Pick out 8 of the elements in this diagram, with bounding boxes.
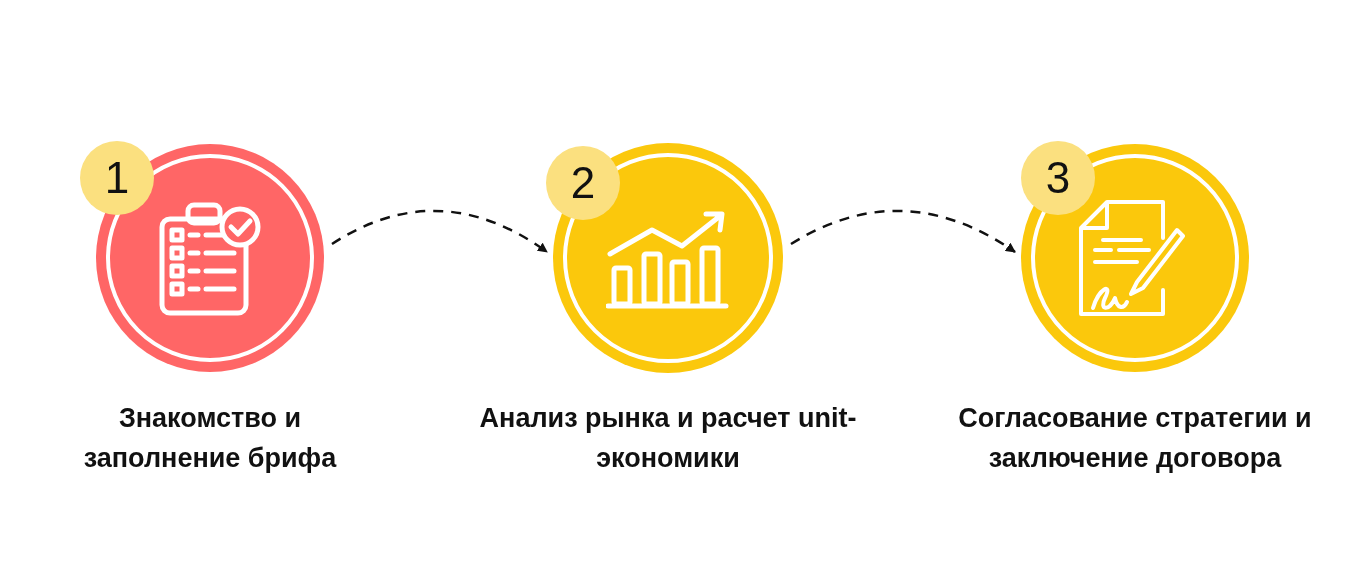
step-number: 3 <box>1021 141 1095 215</box>
step-caption: Знакомство и заполнение брифа <box>82 402 338 475</box>
step-number: 1 <box>80 141 154 215</box>
step-caption: Анализ рынка и расчет unit-экономики <box>478 402 858 475</box>
dashed-arrow <box>331 209 548 254</box>
step-caption: Согласование стратегии и заключение договора <box>957 402 1313 475</box>
dashed-arrow <box>790 209 1016 254</box>
step-number: 2 <box>546 146 620 220</box>
